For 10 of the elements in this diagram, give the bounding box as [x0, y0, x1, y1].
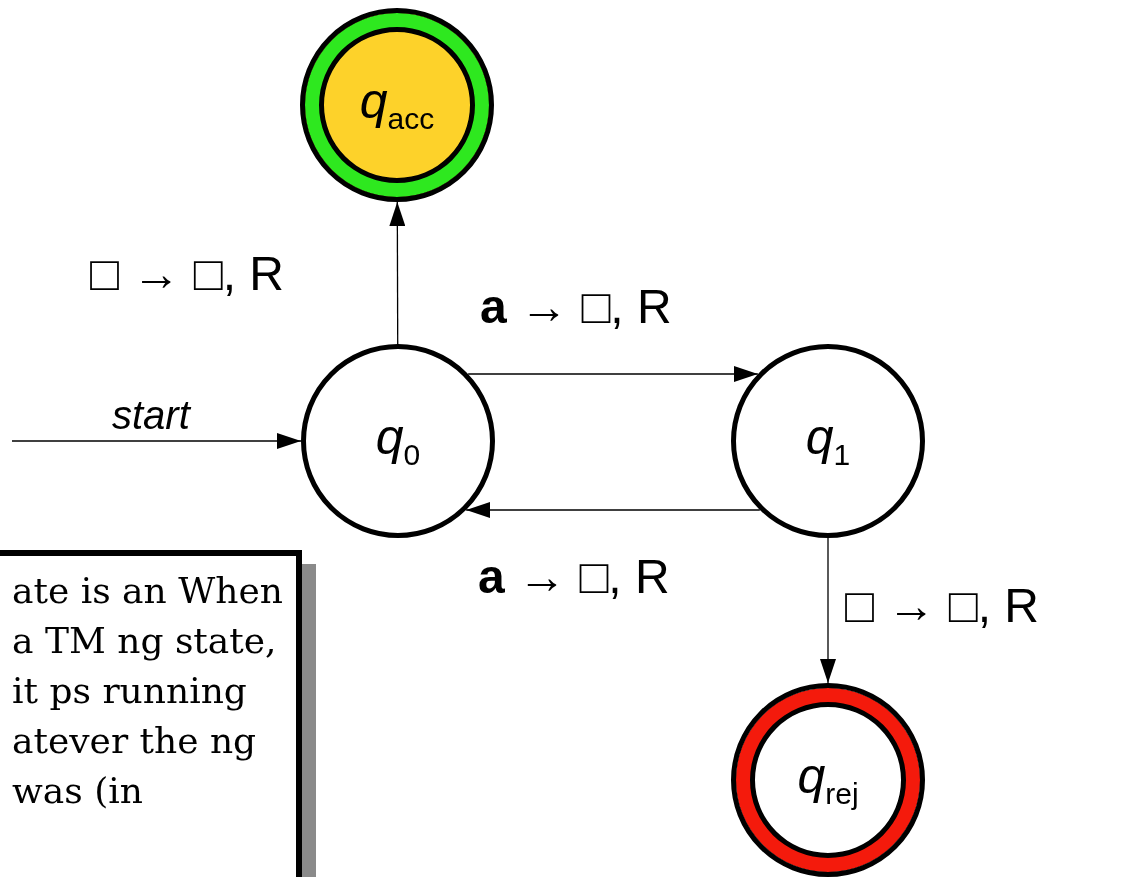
arrow: [467, 366, 759, 382]
state-label: q$_{rej}$: [797, 751, 859, 809]
state-label: q$_{acc}$: [359, 76, 435, 134]
arrow: [11, 433, 302, 449]
state-label: q$_{0}$: [375, 412, 421, 470]
arrow: [389, 201, 406, 345]
state-label: q$_{1}$: [805, 412, 851, 470]
arrow: [465, 502, 761, 518]
arrow: [820, 537, 836, 684]
note-text: ate is an When a TM ng state, it ps running atever the ng was (in: [11, 569, 284, 813]
